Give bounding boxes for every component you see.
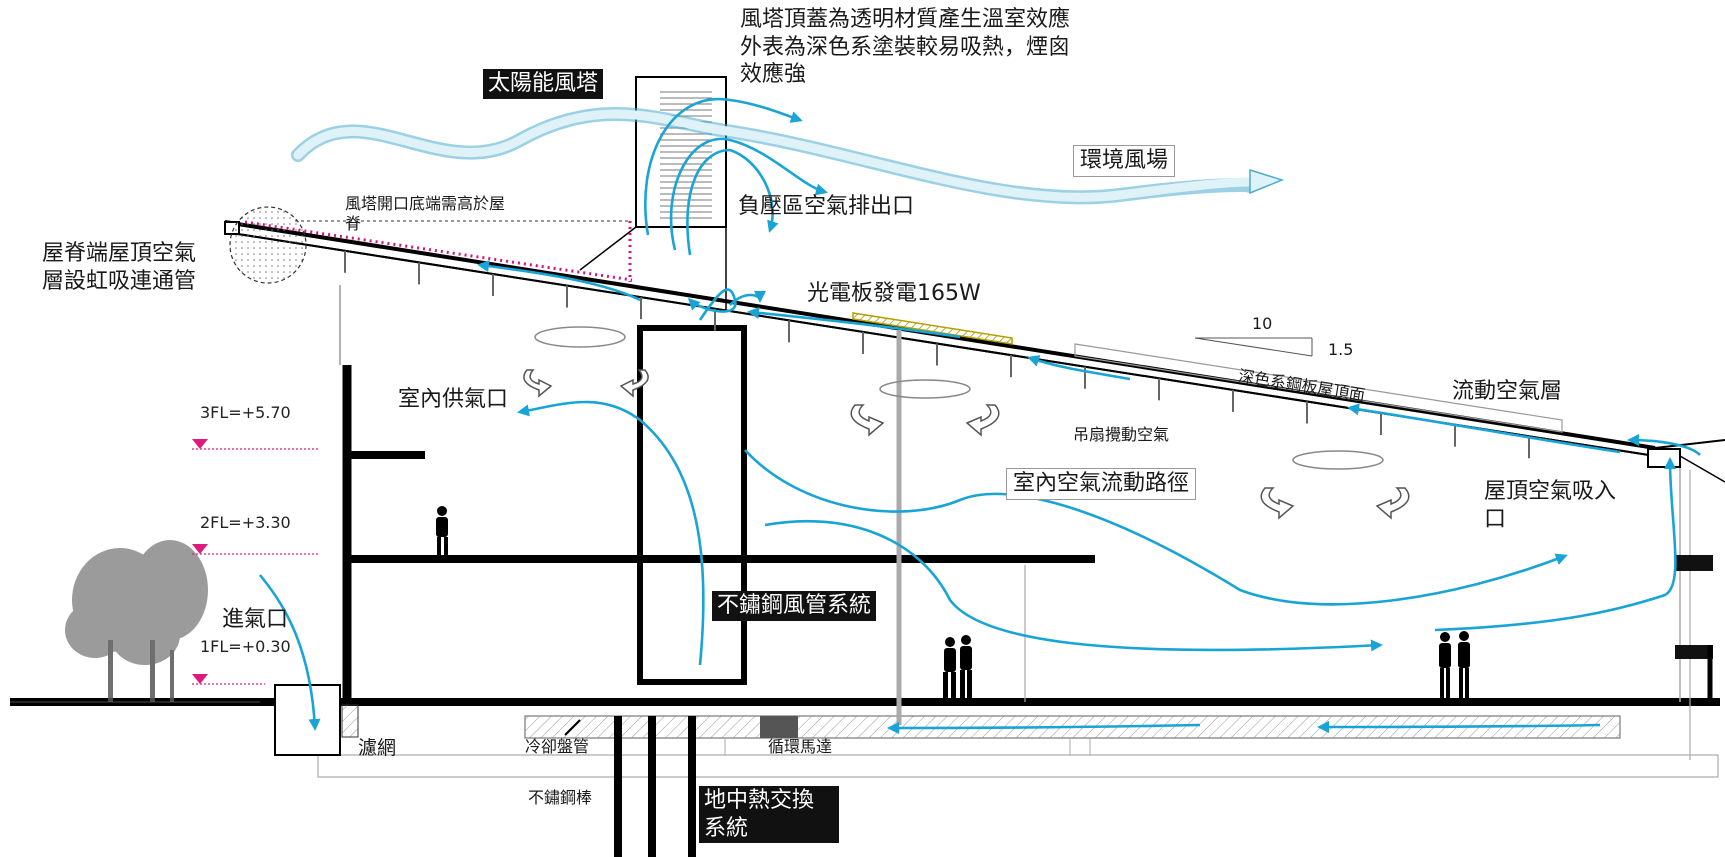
geo-exchange-label-line-1: 地中熱交換	[704, 788, 815, 813]
environment-wind-band-core	[293, 109, 1255, 202]
tower-top-note-line-1: 風塔頂蓋為透明材質產生溫室效應	[740, 7, 1071, 32]
roof-air-intake-note-line-1: 屋頂空氣吸入	[1484, 479, 1617, 504]
slope-rise-label: 1.5	[1328, 340, 1354, 359]
pv-power-label: 光電板發電165W	[807, 281, 981, 306]
tower-opening-note-line-1: 風塔開口底端需高於屋	[345, 194, 506, 213]
east-wall-block-2	[1675, 645, 1713, 659]
filter-icon	[341, 704, 359, 738]
cooling-coil-line	[564, 719, 581, 736]
triangle-down-icon	[192, 544, 208, 554]
cooling-coil-label: 冷卻盤管	[525, 737, 590, 756]
geo-exchange-label: 地中熱交換 系統	[699, 786, 839, 843]
level-markers	[192, 439, 318, 685]
level-3fl-label: 3FL=+5.70	[200, 403, 291, 422]
triangle-down-icon	[192, 674, 208, 684]
airflow-arrows	[258, 97, 1701, 734]
tower-top-note-line-2: 外表為深色系塗裝較易吸熱，煙囪	[740, 34, 1071, 60]
roof-air-intake-note: 屋頂空氣吸入 口	[1484, 478, 1664, 533]
ceiling-fan-label: 吊扇攪動空氣	[1073, 425, 1170, 444]
environment-wind-arrowhead	[1249, 168, 1285, 195]
dark-steel-roof-band	[1074, 343, 1563, 433]
person-silhouette-icon	[1439, 631, 1470, 698]
triangle-down-icon	[192, 439, 208, 449]
indoor-supply-label: 室內供氣口	[398, 387, 509, 412]
stainless-duct-shaft	[637, 325, 747, 685]
roof-hangers	[344, 250, 1530, 459]
tower-top-note: 風塔頂蓋為透明材質產生溫室效應 外表為深色系塗裝較易吸熱，煙囪 效應強	[740, 6, 1160, 89]
level-2fl-label: 2FL=+3.30	[200, 513, 291, 532]
circulation-motor-label: 循環馬達	[768, 737, 833, 756]
stainless-rod-label: 不鏽鋼棒	[528, 788, 593, 807]
roof-air-intake-note-line-2: 口	[1484, 506, 1507, 532]
filter-label: 濾網	[358, 737, 397, 759]
flow-air-layer-label: 流動空氣層	[1452, 379, 1563, 404]
stainless-duct-label: 不鏽鋼風管系統	[712, 591, 877, 621]
solar-tower-label: 太陽能風塔	[483, 69, 604, 99]
negative-pressure-exhaust-label: 負壓區空氣排出口	[738, 194, 915, 219]
tower-opening-note: 風塔開口底端需高於屋 脊	[345, 194, 555, 234]
tower-top-note-line-3: 效應強	[740, 62, 807, 87]
person-silhouette-icon	[436, 506, 448, 555]
level-1fl-label: 1FL=+0.30	[200, 637, 291, 656]
env-wind-label: 環境風場	[1073, 145, 1176, 177]
foundation-outline	[317, 754, 1719, 778]
inlet-filter-box	[274, 684, 341, 756]
ridge-siphon-note-line-1: 屋脊端屋頂空氣	[42, 241, 197, 266]
pv-panel	[852, 312, 1013, 345]
roof-intake-vent	[1647, 448, 1681, 468]
rotation-arrows-icon	[523, 369, 1410, 520]
tower-opening-note-line-2: 脊	[345, 214, 362, 233]
slope-hyp-line	[1194, 337, 1313, 357]
person-silhouette-icon	[943, 635, 972, 698]
ridge-siphon-note-line-2: 層設虹吸連通管	[42, 268, 197, 294]
roof-eave-right	[1654, 439, 1725, 449]
geo-exchange-label-line-2: 系統	[704, 815, 749, 841]
roof-eave-right-2	[1679, 455, 1725, 483]
inlet-label: 進氣口	[222, 607, 289, 632]
ceiling-fans	[534, 326, 1384, 470]
east-wall-block-1	[1675, 555, 1713, 571]
indoor-flow-path-label: 室內空氣流動路徑	[1006, 468, 1197, 500]
circulation-motor	[760, 716, 798, 738]
ridge-siphon-note: 屋脊端屋頂空氣 層設虹吸連通管	[42, 240, 242, 295]
tree-icon	[65, 540, 208, 702]
slope-run-label: 10	[1252, 314, 1273, 333]
ridge-detail-circle	[229, 206, 307, 284]
